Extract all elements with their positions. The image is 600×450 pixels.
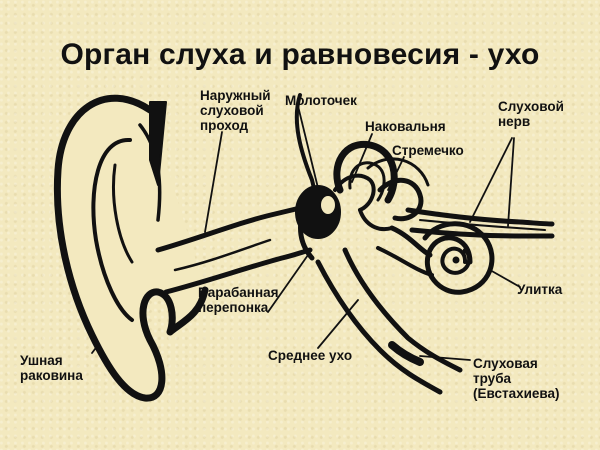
label-eardrum: Барабанная перепонка — [198, 285, 279, 315]
label-auricle: Ушная раковина — [20, 353, 83, 383]
leader-lines — [91, 105, 521, 361]
auditory-nerve — [405, 207, 555, 227]
eustachian-tube — [315, 259, 443, 395]
label-outer-canal: Наружный слуховой проход — [200, 88, 271, 133]
label-incus: Наковальня — [365, 119, 446, 134]
label-stapes: Стремечко — [392, 143, 464, 158]
label-cochlea: Улитка — [517, 282, 563, 297]
semicircular-canals — [333, 140, 398, 204]
incus-shape — [333, 173, 376, 212]
label-malleus: Молоточек — [285, 93, 357, 108]
label-eustachian-tube: Слуховая труба (Евстахиева) — [473, 356, 560, 401]
auricle-shape — [53, 94, 209, 402]
skull-wedge — [149, 101, 167, 186]
label-auditory-nerve: Слуховой нерв — [498, 99, 564, 129]
stapes-shape — [358, 208, 394, 231]
cochlea-shape — [422, 221, 495, 295]
slide-title: Орган слуха и равновесия - ухо — [60, 38, 540, 71]
label-middle-ear: Среднее ухо — [268, 348, 353, 363]
